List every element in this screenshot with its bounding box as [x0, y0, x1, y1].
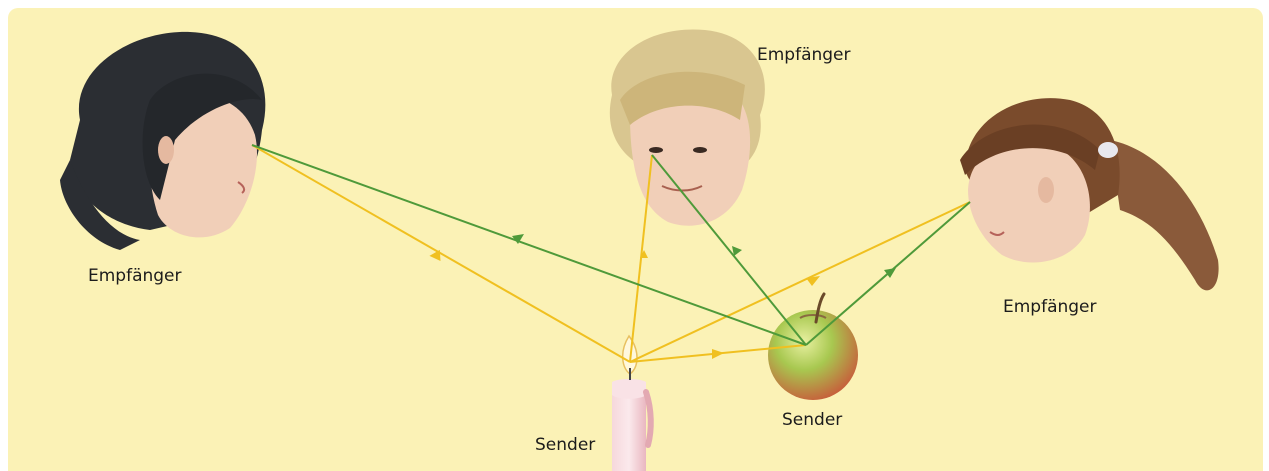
- receiver-right-label: Empfänger: [1003, 297, 1097, 317]
- apple-rays: [252, 145, 970, 345]
- woman-left-figure: [60, 32, 265, 250]
- receiver-left-label: Empfänger: [88, 266, 182, 286]
- man-top-figure: [610, 29, 765, 225]
- candle-rays: [252, 145, 970, 362]
- girl-right-figure: [960, 98, 1219, 290]
- sender-candle-label: Sender: [535, 435, 595, 455]
- receiver-top-label: Empfänger: [757, 45, 851, 65]
- candle-ray-arrows: [429, 250, 820, 359]
- candle-ray-to-left-receiver: [252, 145, 630, 362]
- apple-ray-arrows: [512, 234, 896, 278]
- sender-apple-label: Sender: [782, 410, 842, 430]
